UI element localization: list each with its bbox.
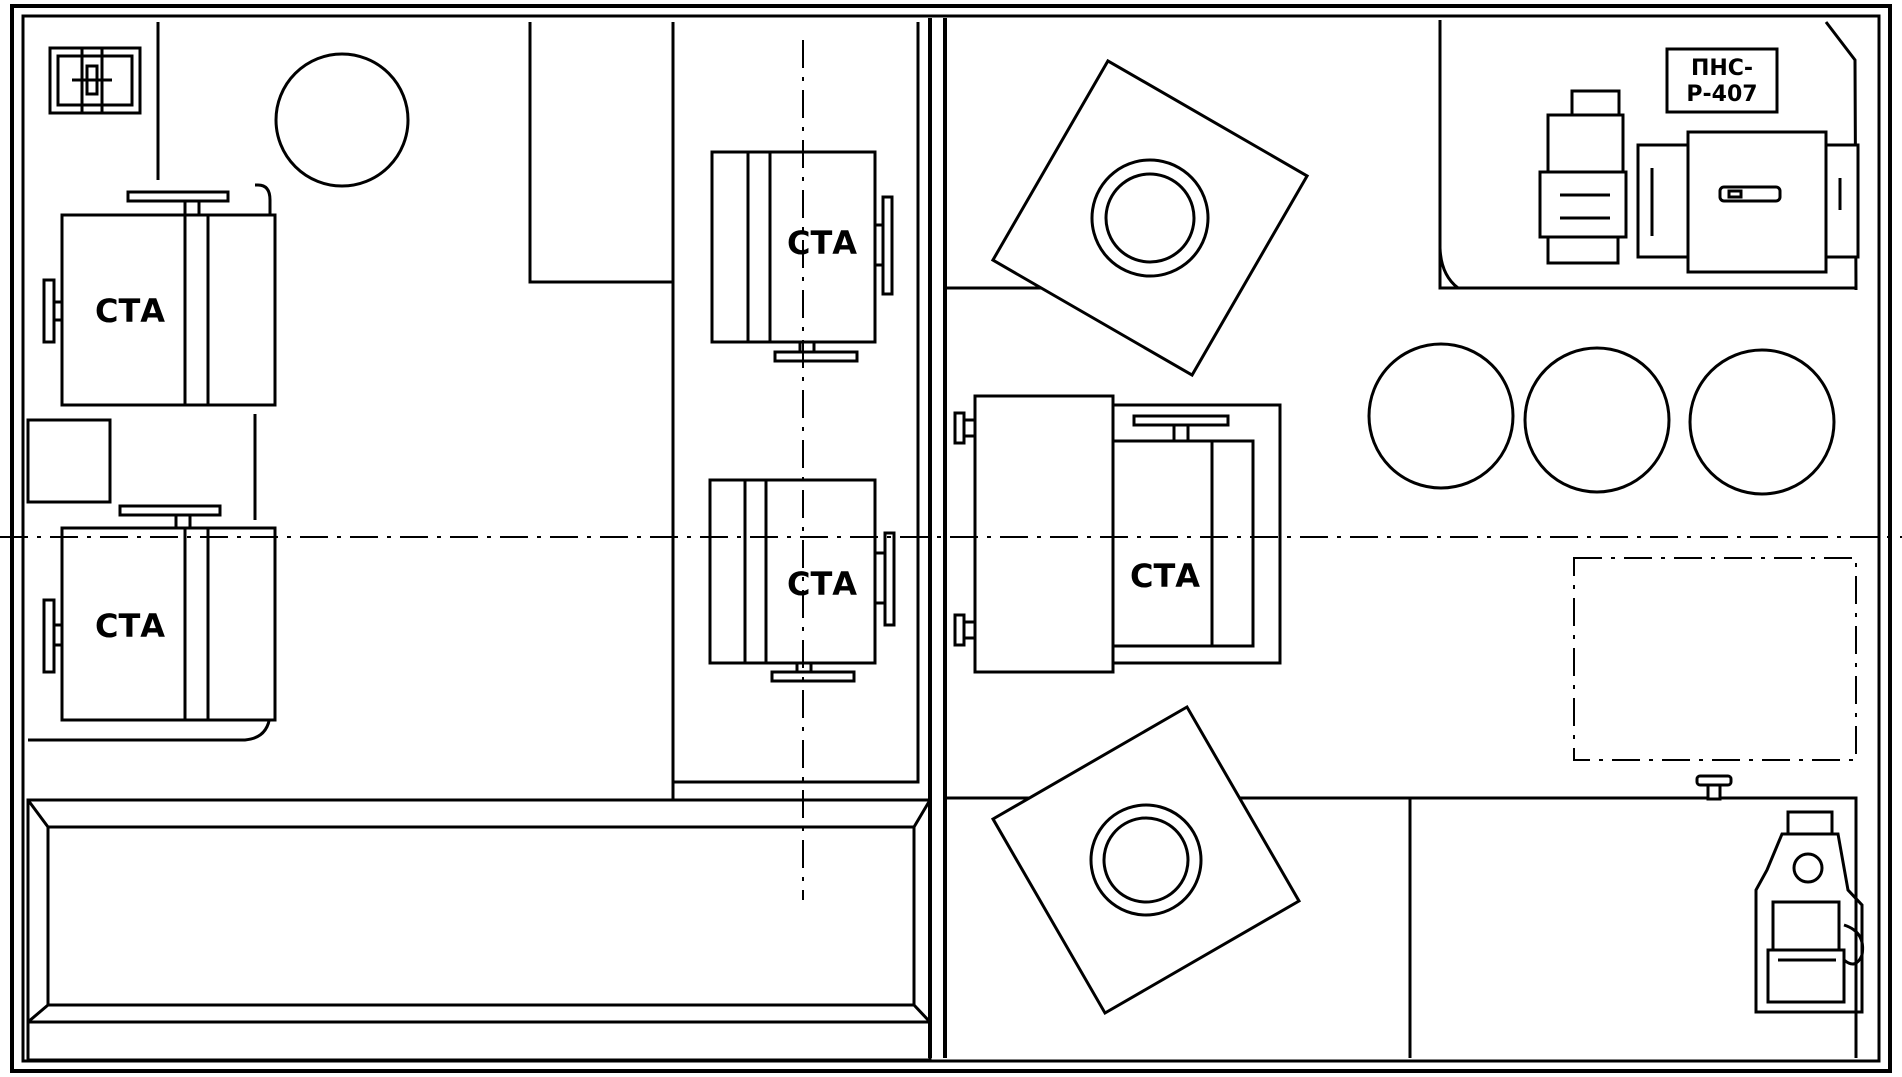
unit-center-upper: СТА [710, 150, 894, 363]
unit-left-lower-label: СТА [95, 607, 165, 645]
pump-tag-line1: ПНС- [1691, 56, 1753, 81]
rotated-tank-lower [990, 704, 1302, 1016]
pump-tag-line2: Р-407 [1686, 82, 1757, 107]
pump-assembly [1538, 89, 1860, 274]
trough [26, 798, 932, 1062]
unit-center-lower-label: СТА [787, 565, 857, 603]
tank-circle-right-1 [1367, 342, 1515, 490]
electrical-box [48, 46, 142, 115]
unit-right-large: СТА [953, 394, 1282, 674]
center-lines [0, 40, 1902, 900]
tank-circle-right-2 [1523, 346, 1671, 494]
control-panel [1754, 810, 1865, 1014]
valve-knob [1695, 774, 1733, 801]
rotated-tank-upper [990, 58, 1310, 378]
tank-circles-right [1367, 342, 1836, 496]
unit-right-large-label: СТА [1130, 557, 1200, 595]
reserved-area [1573, 557, 1857, 761]
unit-left-lower: СТА [42, 504, 277, 722]
pump-tag: ПНС- Р-407 [1665, 47, 1779, 114]
outer-frame [10, 4, 1892, 1073]
unit-left-upper: СТА [42, 190, 277, 407]
right-room-partitions [945, 20, 1858, 1058]
tank-circle-right-3 [1688, 348, 1836, 496]
unit-left-upper-label: СТА [95, 292, 165, 330]
tank-circle-left [274, 52, 410, 188]
unit-center-lower: СТА [708, 478, 896, 683]
unit-center-upper-label: СТА [787, 224, 857, 262]
